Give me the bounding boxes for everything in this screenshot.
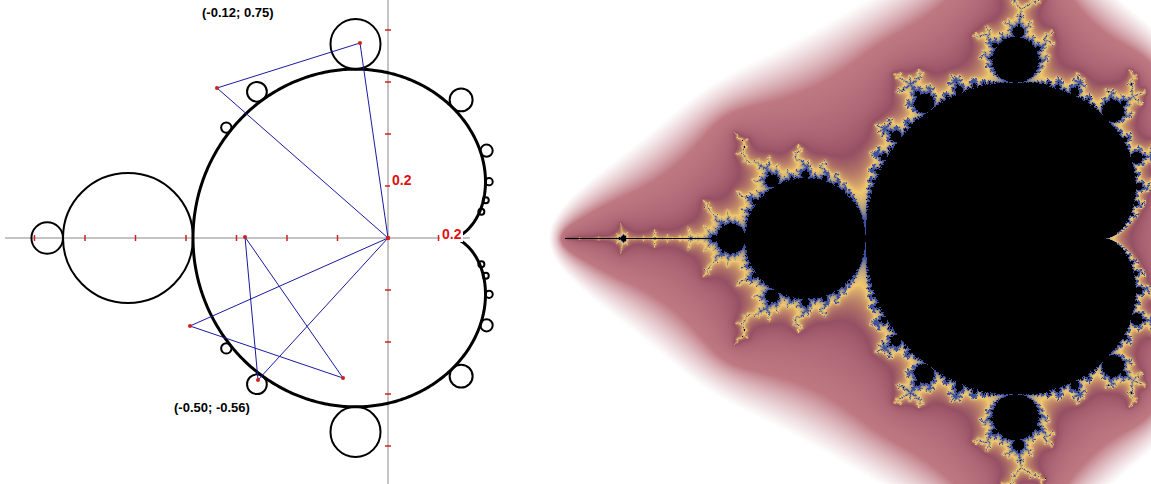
orbit-point bbox=[358, 41, 362, 45]
axis-tick bbox=[236, 235, 238, 241]
orbit-point bbox=[386, 236, 390, 240]
axis-tick bbox=[385, 81, 391, 83]
orbit-point bbox=[386, 236, 390, 240]
bulb-circle bbox=[483, 273, 489, 279]
bulb-circle bbox=[450, 88, 473, 111]
orbit-point bbox=[188, 324, 192, 328]
bulb-circle bbox=[450, 365, 473, 388]
orbit-point bbox=[341, 376, 345, 380]
axis-tick bbox=[286, 235, 288, 241]
x-axis bbox=[5, 238, 470, 239]
axis-tick bbox=[385, 29, 391, 31]
mandelbrot-render bbox=[540, 0, 1151, 484]
bulb-circle bbox=[221, 343, 231, 353]
point-coordinate: (-0.12; 0.75) bbox=[200, 5, 276, 20]
axis-tick bbox=[84, 235, 86, 241]
orbit-point bbox=[386, 236, 390, 240]
bulb-circle bbox=[478, 261, 484, 267]
bulb-circle bbox=[478, 209, 484, 215]
axis-tick bbox=[385, 289, 391, 291]
bulb-circle bbox=[486, 291, 493, 298]
orbit-point bbox=[256, 378, 260, 382]
bulb-circle bbox=[31, 222, 63, 254]
axis-value: 0.2 bbox=[390, 172, 413, 188]
bulb-circle bbox=[247, 374, 267, 394]
bulb-circle bbox=[480, 319, 492, 331]
orbit-point bbox=[243, 235, 247, 239]
orbit-point bbox=[215, 86, 219, 90]
axis-tick bbox=[34, 235, 36, 241]
bulb-circle bbox=[330, 407, 380, 457]
bulb-circle bbox=[483, 197, 489, 203]
bulb-circle bbox=[221, 122, 231, 132]
orbit-point bbox=[386, 236, 390, 240]
main-cardioid bbox=[193, 69, 486, 407]
axis-tick bbox=[385, 341, 391, 343]
mandelbrot-schematic bbox=[0, 0, 540, 484]
bulb-circle bbox=[480, 145, 492, 157]
axis-tick bbox=[337, 235, 339, 241]
orbit-line bbox=[190, 237, 388, 380]
axis-tick bbox=[185, 235, 187, 241]
point-coordinate: (-0.50; -0.56) bbox=[172, 400, 252, 415]
axis-tick bbox=[385, 393, 391, 395]
axis-value: 0.2 bbox=[440, 226, 463, 242]
bulb-circle bbox=[486, 178, 493, 185]
axis-tick bbox=[135, 235, 137, 241]
orbit-line bbox=[217, 43, 388, 238]
axis-tick bbox=[385, 133, 391, 135]
axis-tick bbox=[385, 445, 391, 447]
bulb-circle bbox=[247, 82, 267, 102]
bulb-circle bbox=[63, 173, 193, 303]
